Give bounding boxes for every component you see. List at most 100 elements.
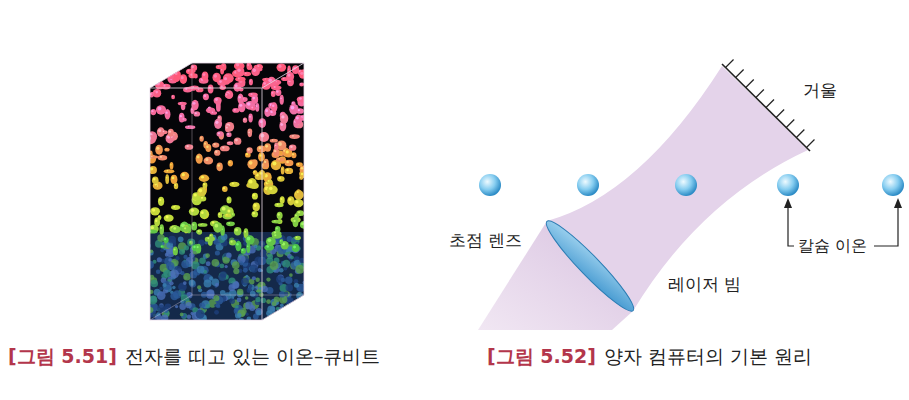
blob-highlight [159,199,161,201]
floor-speck [157,257,162,262]
blob-highlight [182,173,185,176]
floor-speck [281,278,286,283]
ion-blob [229,182,239,187]
blob-highlight [244,231,246,233]
blob-highlight [286,169,289,172]
ion-blob [200,210,207,218]
floor-speck [167,277,172,282]
blob-body [225,90,233,99]
blob-highlight [167,73,170,76]
ion-blob [296,162,303,167]
ion-blob [295,115,302,124]
blob-highlight [201,211,204,214]
floor-speck [230,298,235,303]
floor-speck [256,310,261,315]
floor-speck [266,277,270,281]
blob-body [165,174,169,184]
blob-highlight [275,144,277,146]
blob-body [299,82,304,86]
blob-body [294,190,304,200]
ion-blob [181,118,187,122]
blob-body [196,153,203,163]
ion-blob [276,157,285,161]
blob-body [220,85,226,90]
floor-speck [249,320,255,326]
blob-highlight [292,135,294,137]
blob-body [258,152,264,161]
floor-speck [290,310,298,318]
blob-body [212,142,219,147]
blob-highlight [268,238,272,242]
blob-body [267,185,278,194]
ion-blob [150,62,159,71]
blob-highlight [206,146,208,148]
blob-body [233,83,241,92]
blob-highlight [217,164,220,167]
blob-highlight [166,216,169,219]
ion-blob [205,144,211,152]
ion-blob [228,160,233,166]
ion-blob [171,175,178,184]
blob-highlight [301,167,304,170]
floor-speck [276,313,284,321]
floor-speck [245,302,253,310]
blob-highlight [151,156,152,157]
calcium-ion [777,174,799,196]
ion-blob [294,236,301,240]
blob-body [220,146,230,152]
blob-highlight [253,69,256,72]
blob-highlight [204,143,206,145]
blob-body [164,169,175,173]
blob-body [196,244,202,254]
blob-highlight [290,145,292,147]
floor-speck [168,258,172,262]
blob-body [247,159,256,169]
floor-speck [262,320,266,324]
ion-blob [267,185,278,194]
blob-highlight [288,198,291,201]
ion-blob [216,65,224,69]
floor-speck [215,283,219,287]
blob-highlight [187,70,189,72]
ion-blob [158,155,168,161]
ion-blob [281,166,285,174]
floor-speck [166,262,174,270]
blob-body [299,71,308,79]
ion-blob [252,193,258,200]
ion-blob [180,172,189,180]
floor-speck [297,309,302,314]
ion-blob [241,248,246,254]
blob-body [194,111,201,116]
ion-blob [235,77,245,82]
blob-body [223,75,231,84]
blob-body [200,196,207,201]
floor-speck [184,245,189,250]
floor-speck [304,273,309,278]
floor-speck [266,299,271,304]
blob-highlight [245,72,247,74]
blob-highlight [201,176,204,179]
ion-blob [200,209,209,219]
hatch-mark [776,110,784,118]
ion-blob [292,244,299,252]
floor-speck [259,287,262,290]
blob-body [291,152,296,158]
ion-blob [271,220,281,224]
blob-body [160,69,167,75]
blob-body [182,226,191,232]
ion-blob [150,207,160,215]
blob-body [250,106,256,111]
ion-blob [253,170,258,175]
blob-highlight [281,168,283,170]
ion-blob [197,187,206,196]
blob-highlight [259,147,262,150]
ion-blob [155,145,163,155]
hatch-mark [726,59,734,67]
blob-highlight [166,66,168,68]
ion-blob [246,243,250,253]
blob-body [280,95,284,105]
blob-highlight [157,185,158,186]
blob-highlight [247,237,251,241]
blob-highlight [296,117,299,120]
